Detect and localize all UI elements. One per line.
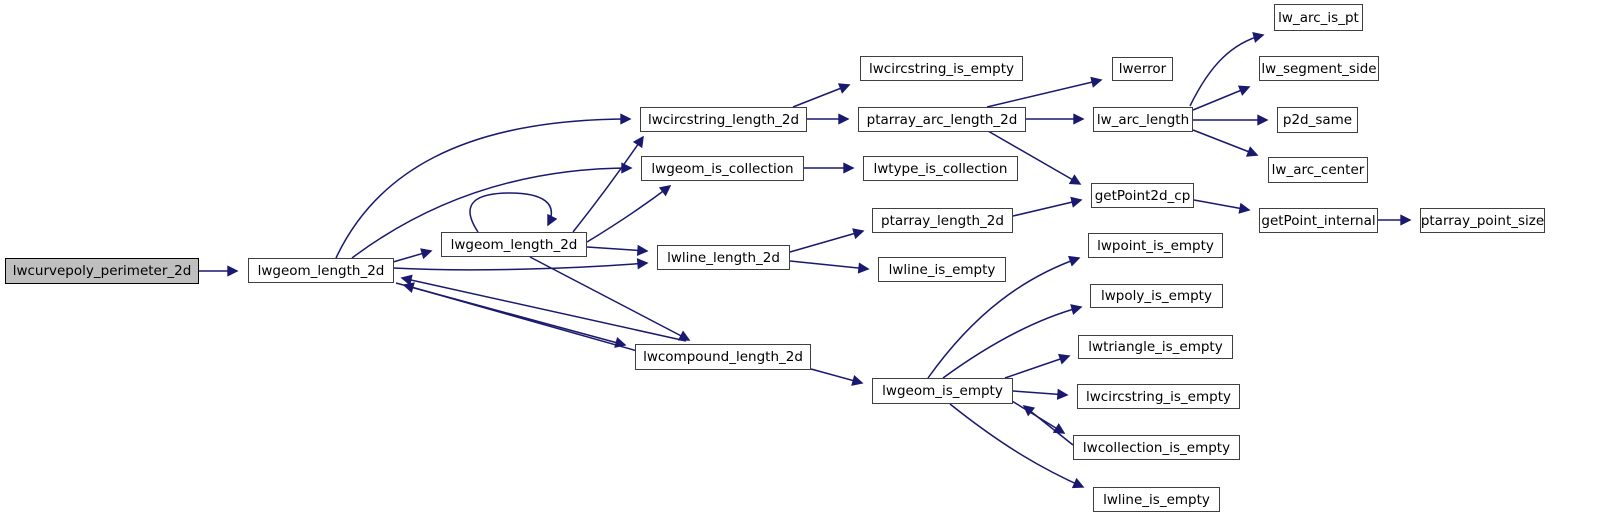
edge-lwgeomisempty-to-lwcircempty2 [1012, 388, 1069, 400]
node-lwcurvepoly-perimeter-2d[interactable]: lwcurvepoly_perimeter_2d [5, 258, 199, 284]
edge-lwgeom1-to-lwgeom2 [392, 248, 433, 263]
node-lwcollection-is-empty[interactable]: lwcollection_is_empty [1073, 435, 1240, 460]
node-lwcircstring-is-empty-2[interactable]: lwcircstring_is_empty [1077, 384, 1240, 409]
node-lwline-is-empty-2[interactable]: lwline_is_empty [1093, 487, 1220, 512]
node-lw-arc-center[interactable]: lw_arc_center [1268, 157, 1368, 183]
node-lw-arc-length[interactable]: lw_arc_length [1093, 107, 1193, 132]
node-lwpoly-is-empty[interactable]: lwpoly_is_empty [1090, 284, 1223, 308]
node-lwline-is-empty-1[interactable]: lwline_is_empty [878, 257, 1006, 282]
edge-lwcompound-to-lwgeom1-a [400, 274, 687, 342]
edge-lwgeom2-to-lwline [586, 244, 649, 256]
node-lw-segment-side[interactable]: lw_segment_side [1259, 56, 1379, 81]
edge-lwgeomisempty-to-lwlineempty2 [949, 403, 1085, 489]
edge-lwgeom2-to-lwgeomiscollection [586, 185, 672, 243]
edge-lwgeomisempty-to-lwpointempty [927, 255, 1081, 379]
edge-ptarrayarc-to-getpoint2dcp [987, 130, 1082, 185]
node-lwgeom-is-collection[interactable]: lwgeom_is_collection [641, 156, 804, 181]
node-lw-arc-is-pt[interactable]: lw_arc_is_pt [1274, 4, 1363, 31]
node-lwgeom-length-2d-2[interactable]: lwgeom_length_2d [441, 232, 587, 257]
edge-ptarraylength-to-getpoint2dcp [1012, 196, 1083, 217]
edge-lwarclength-to-lwarcispt [1189, 31, 1265, 107]
node-getpoint-internal[interactable]: getPoint_internal [1259, 208, 1378, 233]
edge-lwgeomisempty-to-lwtriangleempty [1004, 353, 1071, 379]
node-lwpoint-is-empty[interactable]: lwpoint_is_empty [1088, 233, 1223, 258]
edge-getpoint2dcp-to-getpointinternal [1193, 199, 1251, 214]
node-ptarray-arc-length-2d[interactable]: ptarray_arc_length_2d [858, 107, 1026, 132]
node-lwtriangle-is-empty[interactable]: lwtriangle_is_empty [1078, 335, 1233, 359]
node-ptarray-point-size[interactable]: ptarray_point_size [1420, 208, 1545, 233]
edge-lwarclength-to-lwarccenter [1192, 129, 1259, 157]
node-lwcompound-length-2d[interactable]: lwcompound_length_2d [635, 344, 811, 370]
node-lwline-length-2d[interactable]: lwline_length_2d [657, 245, 790, 270]
edge-lwgeom2-to-lwcircstring [572, 135, 644, 233]
edge-lwline-to-ptarraylength [789, 228, 865, 253]
edge-lwgeom1-to-lwline [392, 258, 649, 271]
node-lwgeom-is-empty[interactable]: lwgeom_is_empty [872, 378, 1013, 404]
node-getpoint2d-cp[interactable]: getPoint2d_cp [1091, 183, 1194, 208]
edge-lwgeom1-to-lwgeomiscollection [351, 162, 633, 259]
edge-lwgeom2-to-lwcompound [529, 256, 691, 341]
node-lwgeom-length-2d-1[interactable]: lwgeom_length_2d [248, 258, 394, 283]
edge-lwgeom1-to-lwcircstring [335, 113, 632, 259]
edge-lwcompound-to-lwgeomisempty [810, 368, 864, 386]
node-lwcircstring-is-empty-1[interactable]: lwcircstring_is_empty [860, 56, 1023, 81]
node-ptarray-length-2d[interactable]: ptarray_length_2d [872, 208, 1013, 233]
edge-lwcircstring-to-lwcircempty [792, 83, 851, 108]
node-lwerror[interactable]: lwerror [1112, 57, 1173, 81]
edge-lwgeomisempty-to-lwpolyempty [942, 304, 1083, 379]
edge-ptarrayarc-to-lwerror [986, 76, 1103, 108]
edge-lwcompound-to-lwgeom1-b [402, 282, 656, 357]
edge-lwcollectionempty-to-lwgeomisempty [1022, 405, 1074, 446]
node-lwcircstring-length-2d[interactable]: lwcircstring_length_2d [640, 107, 807, 132]
edge-lwline-to-lwlineempty [789, 260, 870, 274]
node-lwtype-is-collection[interactable]: lwtype_is_collection [863, 156, 1018, 181]
node-p2d-same[interactable]: p2d_same [1277, 107, 1358, 133]
edge-lwarclength-to-lwsegmentside [1192, 85, 1251, 111]
edge-lwgeom2-self-loop [469, 192, 558, 233]
